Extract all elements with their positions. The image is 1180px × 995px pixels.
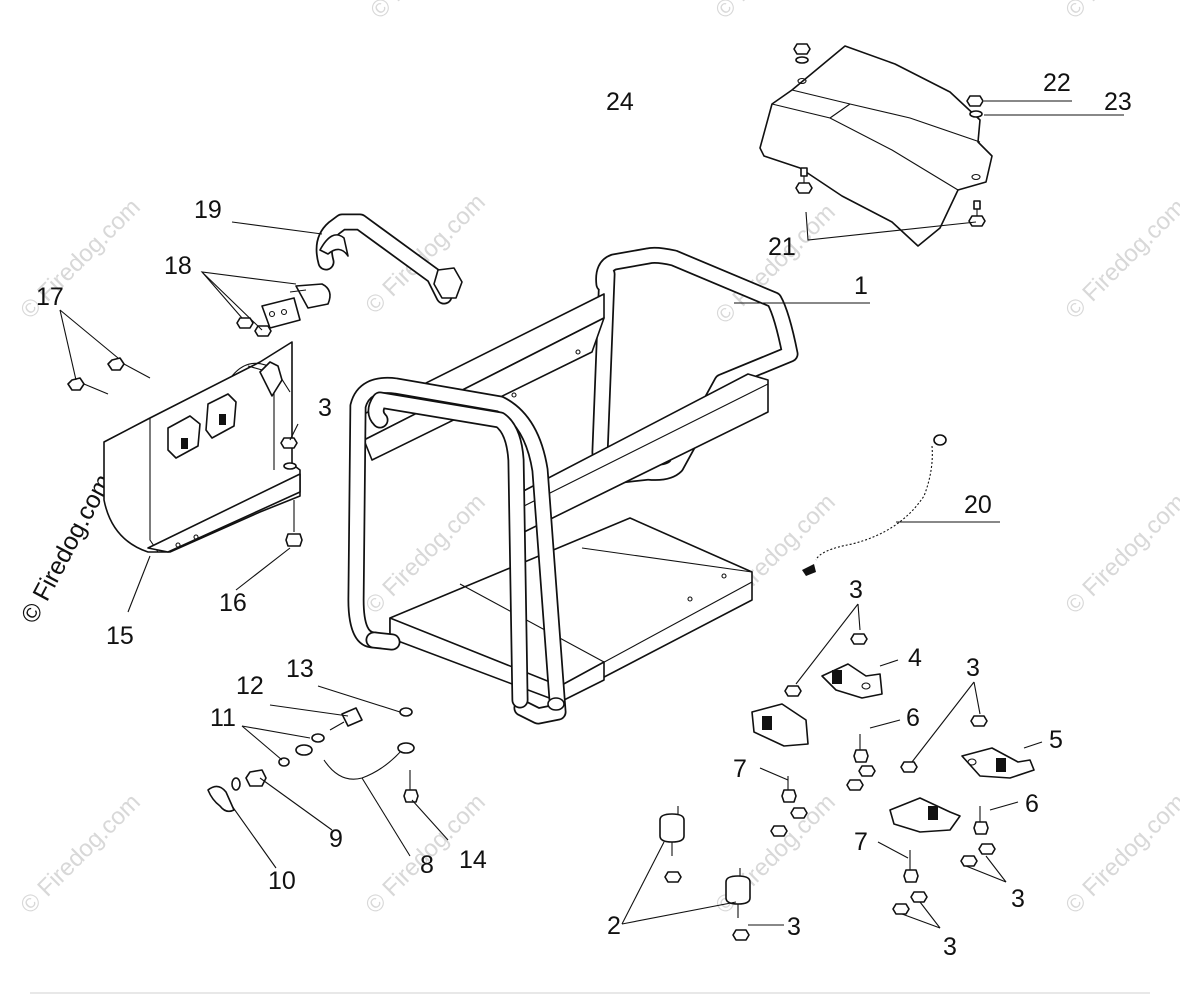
watermark-text-dark: © Firedog.com [16, 470, 118, 628]
callout-6: 6 [906, 704, 920, 732]
exhaust-pipe [315, 213, 463, 305]
callout-1: 1 [854, 272, 868, 300]
callout-3: 3 [943, 933, 957, 961]
watermark-text: © Firedog.com [1060, 789, 1180, 920]
mount-fasteners [664, 633, 996, 941]
callout-17: 17 [36, 283, 64, 311]
callout-5: 5 [1049, 726, 1063, 754]
callout-22: 22 [1043, 69, 1071, 97]
callout-3: 3 [966, 654, 980, 682]
mount-bracket-4 [821, 663, 883, 699]
callout-7: 7 [733, 755, 747, 783]
watermark-text: © Firedog.com [15, 789, 146, 920]
leader-lines [59, 100, 1124, 929]
cover-fasteners [793, 43, 986, 227]
watermark-text: © Firedog.com [15, 194, 146, 325]
callout-3: 3 [849, 576, 863, 604]
callout-15: 15 [106, 622, 134, 650]
mount-bracket-5 [961, 747, 1035, 779]
watermark-text: © Firedog.com [1060, 489, 1180, 620]
callout-16: 16 [219, 589, 247, 617]
callout-labels: 1 2 3 3 3 3 3 3 4 5 6 6 7 7 8 9 10 11 12… [36, 69, 1132, 961]
callout-7: 7 [854, 828, 868, 856]
callout-24: 24 [606, 88, 634, 116]
mount-bracket-left [751, 703, 809, 747]
callout-9: 9 [329, 825, 343, 853]
watermark-text: © Firedog.com [710, 0, 841, 24]
callout-10: 10 [268, 867, 296, 895]
fuel-tank [67, 341, 303, 553]
callout-3: 3 [1011, 885, 1025, 913]
callout-2: 2 [607, 912, 621, 940]
rubber-mount-2a [659, 806, 685, 856]
callout-11: 11 [210, 704, 236, 732]
callout-21: 21 [768, 233, 796, 261]
callout-8: 8 [420, 851, 434, 879]
watermark-text: © Firedog.com [360, 189, 491, 320]
callout-23: 23 [1104, 88, 1132, 116]
callout-20: 20 [964, 491, 992, 519]
watermark-text: © Firedog.com [1060, 194, 1180, 325]
watermark-text: © Firedog.com [1060, 0, 1180, 24]
top-cover-panel [759, 45, 993, 247]
watermark-text: © Firedog.com [365, 0, 496, 24]
callout-4: 4 [908, 644, 922, 672]
mount-bracket-lower [889, 797, 961, 833]
callout-3: 3 [787, 913, 801, 941]
callout-12: 12 [236, 672, 264, 700]
battery-cable [802, 434, 947, 576]
ground-strap [207, 707, 419, 813]
callout-14: 14 [459, 846, 487, 874]
callout-13: 13 [286, 655, 314, 683]
callout-3: 3 [318, 394, 332, 422]
callout-6: 6 [1025, 790, 1039, 818]
frame-cradle [347, 246, 799, 725]
callout-18: 18 [164, 252, 192, 280]
callout-19: 19 [194, 196, 222, 224]
u-bolt-clamp [236, 283, 331, 337]
